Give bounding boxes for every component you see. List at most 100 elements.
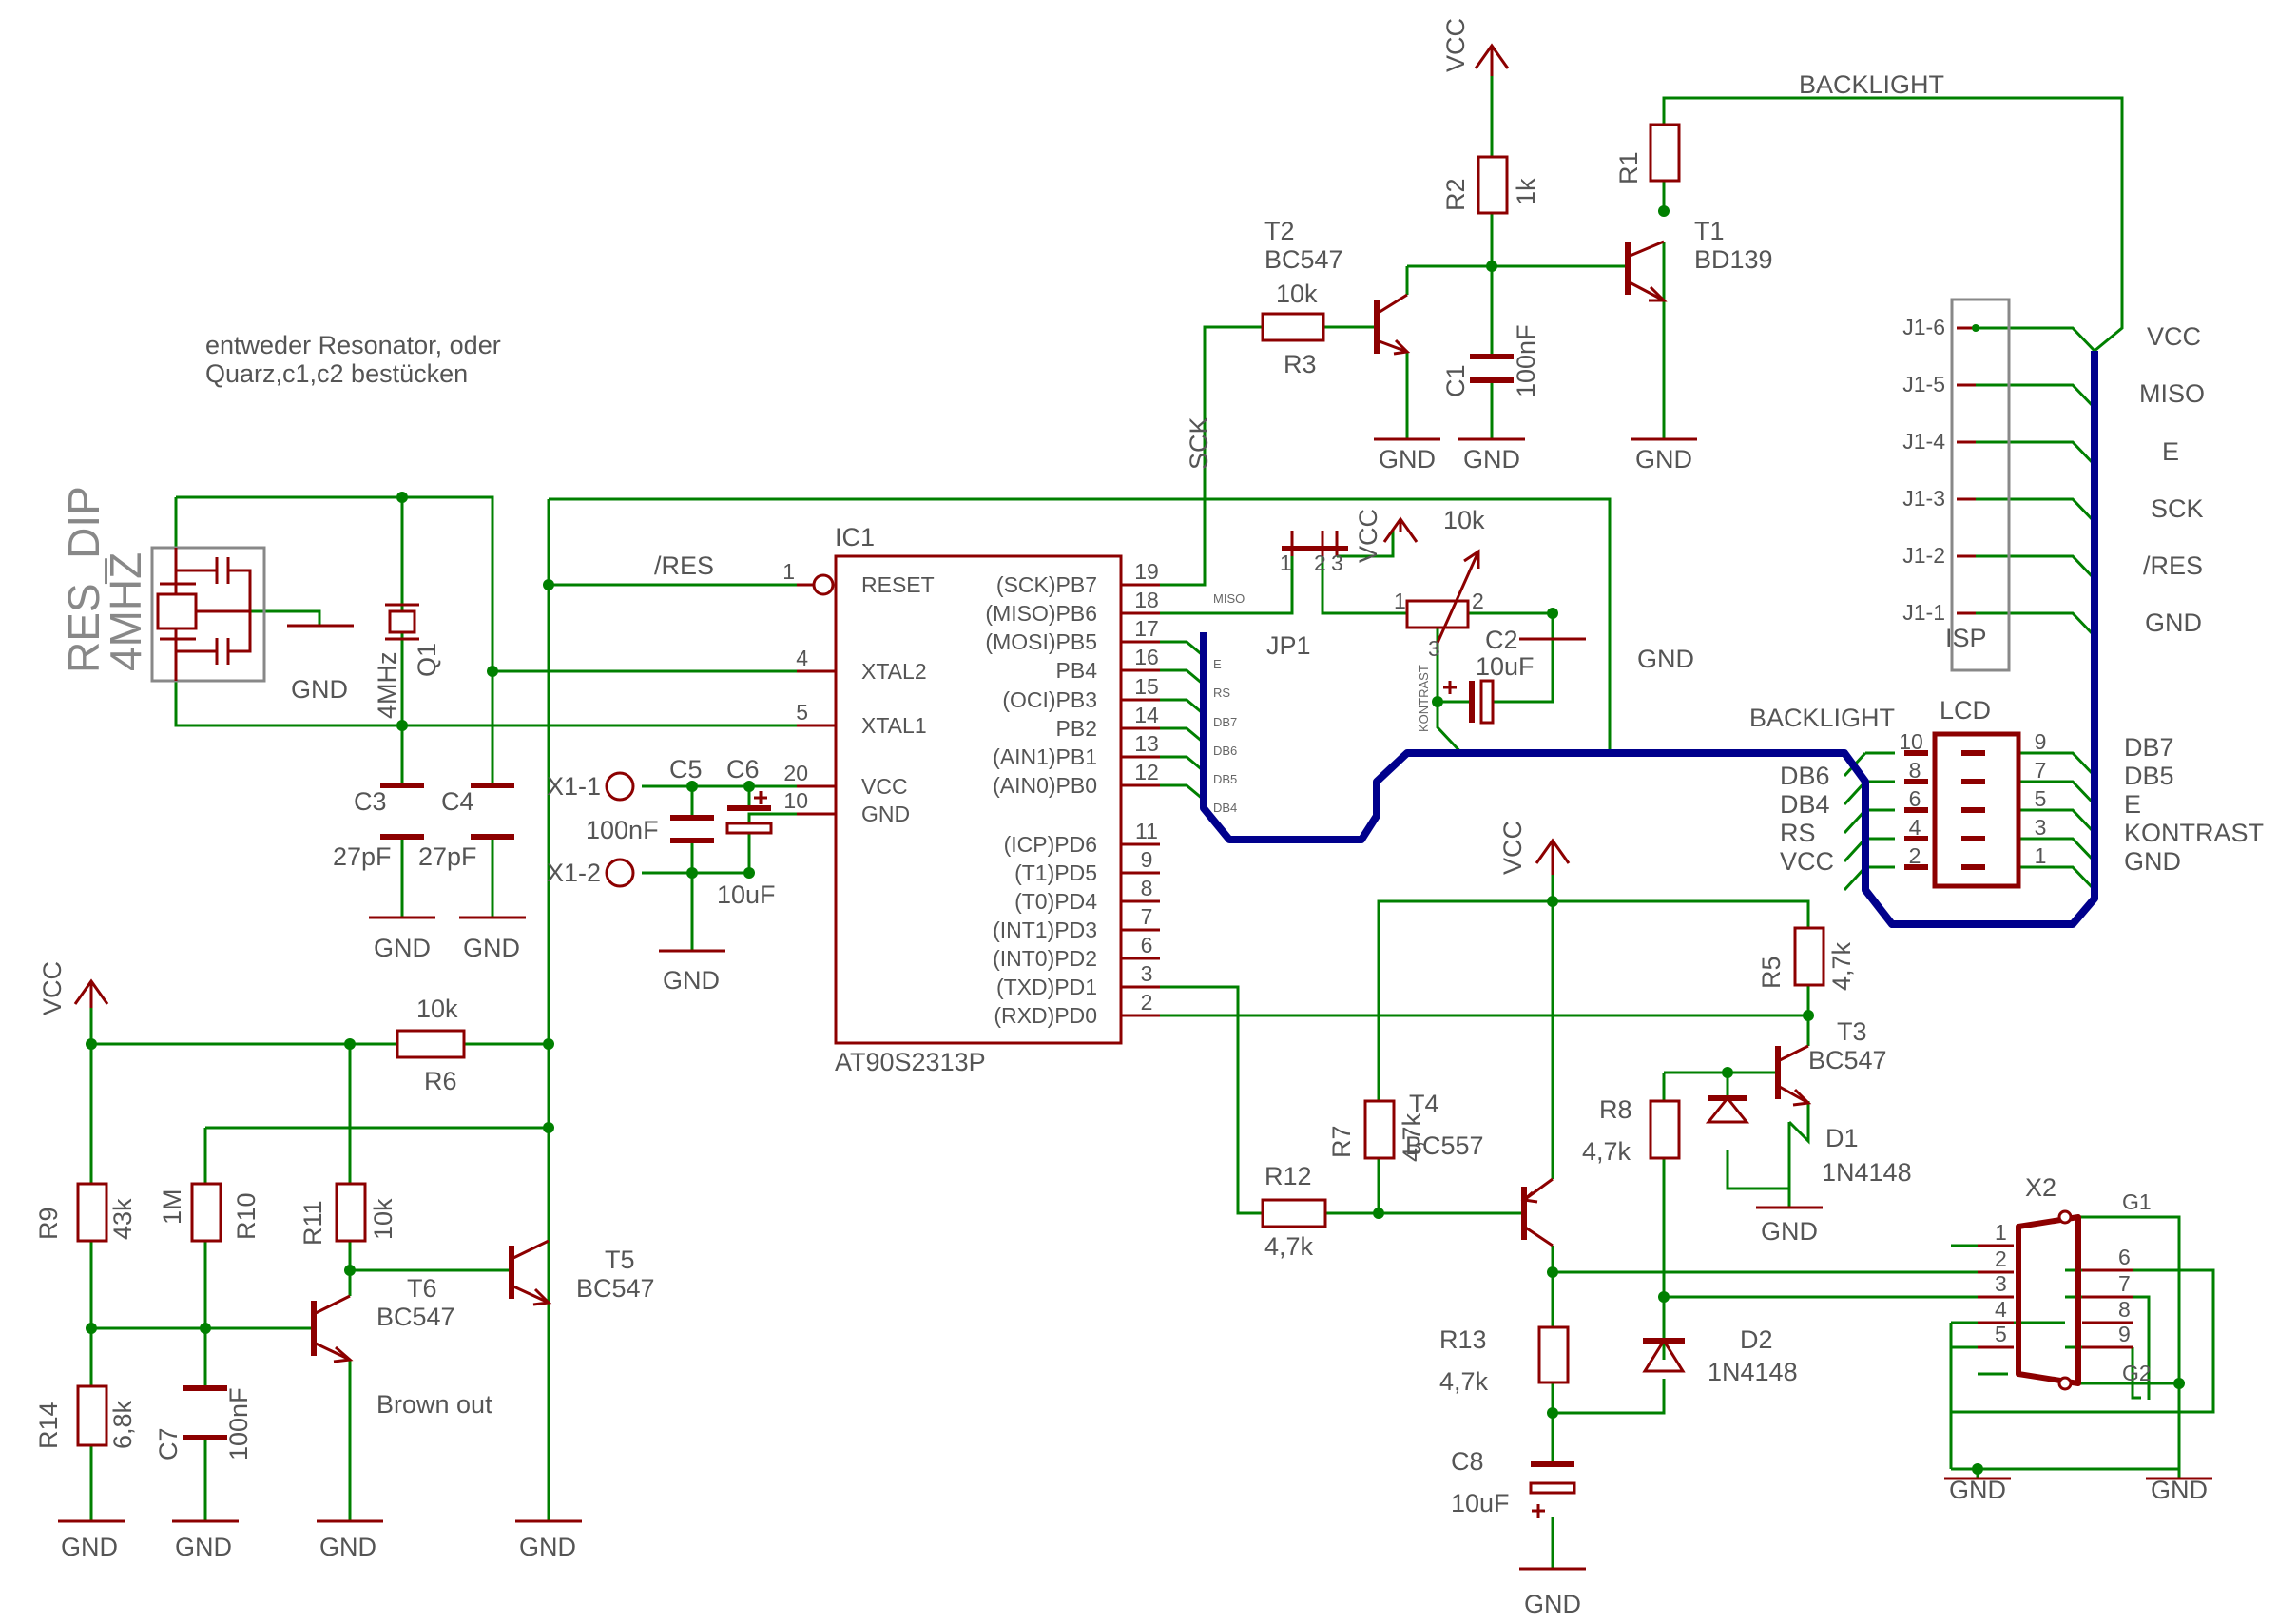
ic1-right-pin-num: 6 xyxy=(1141,933,1153,957)
ic1-left-pin-num: 20 xyxy=(783,761,808,785)
ic1-right-pin-label: (T1)PD5 xyxy=(1014,860,1097,885)
pot-pin: 3 xyxy=(1428,636,1440,661)
jp1-pin: 1 xyxy=(1280,551,1292,575)
x2-pin: 9 xyxy=(2118,1322,2131,1346)
lcd-signal: VCC xyxy=(1780,847,1834,876)
junctions xyxy=(86,205,2185,1475)
bus-tag: DB6 xyxy=(1213,744,1237,758)
isp-signal-labels: VCC MISO E SCK /RES GND xyxy=(2139,322,2205,637)
c4-value: 27pF xyxy=(418,842,477,871)
c3-plates xyxy=(380,783,424,840)
gnd-d1: GND xyxy=(1761,1217,1818,1246)
lcd-signal: RS xyxy=(1780,819,1816,847)
x2-pin: 2 xyxy=(1995,1247,2007,1271)
t5-transistor xyxy=(509,1239,552,1306)
bus-tag: DB4 xyxy=(1213,801,1237,815)
ic1-right-pin-num: 14 xyxy=(1134,703,1159,727)
ic1-right-pin-label: (AIN1)PB1 xyxy=(993,744,1097,769)
t2-name: T2 xyxy=(1264,217,1295,245)
isp-signal: SCK xyxy=(2151,494,2204,523)
r6-value: 10k xyxy=(416,995,458,1023)
brown-out-label: Brown out xyxy=(376,1390,492,1419)
d1-value: 1N4148 xyxy=(1822,1158,1912,1187)
gnd-t5: GND xyxy=(519,1533,576,1561)
ic1-left-pin-label: XTAL1 xyxy=(861,713,927,738)
lcd-signal-labels: BACKLIGHT DB6 DB4 RS VCC DB7 DB5 E KONTR… xyxy=(1749,704,2264,876)
r6-body xyxy=(396,1029,466,1059)
ic1-right-pin-label: (OCI)PB3 xyxy=(1002,687,1097,712)
isp-signal: E xyxy=(2162,437,2179,466)
isp-signal: /RES xyxy=(2143,551,2203,580)
r7-value: 4,7k xyxy=(1398,1112,1426,1162)
r11-body xyxy=(335,1182,367,1243)
vcc-symbols xyxy=(73,43,1571,1008)
gnd-t2: GND xyxy=(1379,445,1436,474)
ic1-left-pin-num: 10 xyxy=(783,788,808,813)
r7-body xyxy=(1363,1099,1396,1160)
d2-value: 1N4148 xyxy=(1708,1358,1798,1386)
r1-body xyxy=(1649,123,1681,183)
capacitors xyxy=(183,354,1576,1518)
bus-tag: RS xyxy=(1213,686,1230,700)
ic1-right-pin-label: PB4 xyxy=(1056,658,1098,683)
c7-value: 100nF xyxy=(224,1387,253,1460)
data-bus xyxy=(1200,351,2098,928)
isp-pin-labels: J1-6 J1-5 J1-4 J1-3 J1-2 J1-1 ISP xyxy=(1902,315,1986,652)
r8-name: R8 xyxy=(1599,1095,1632,1124)
t1-value: BD139 xyxy=(1694,245,1773,274)
t6-name: T6 xyxy=(407,1274,437,1303)
d1-name: D1 xyxy=(1825,1124,1859,1152)
gnd-r14: GND xyxy=(61,1533,118,1561)
net-backlight-top: BACKLIGHT xyxy=(1799,70,1944,99)
r3-body xyxy=(1261,312,1325,342)
gnd-c4: GND xyxy=(463,934,520,962)
lcd-signal: BACKLIGHT xyxy=(1749,704,1895,732)
ic1-right-pin-num: 19 xyxy=(1134,559,1159,584)
pot-pin: 1 xyxy=(1394,589,1406,613)
r9-name: R9 xyxy=(34,1207,63,1240)
pot-body xyxy=(1405,599,1470,629)
ic1-right-pin-num: 8 xyxy=(1141,876,1153,900)
lcd-signal: GND xyxy=(2124,847,2181,876)
lcd-pin-num: 8 xyxy=(1909,758,1921,783)
c5-plates xyxy=(670,815,714,843)
r9-value: 43k xyxy=(108,1198,137,1240)
r8-value: 4,7k xyxy=(1582,1137,1631,1166)
resistors xyxy=(76,123,1825,1447)
lcd-name: LCD xyxy=(1940,696,1991,725)
note-line-1: entweder Resonator, oder xyxy=(205,331,501,359)
jp1-jumper xyxy=(1282,531,1348,556)
isp-pin: J1-3 xyxy=(1902,486,1945,511)
c6-value: 10uF xyxy=(717,880,776,909)
ic1-left-pins: 1 RESET 4 XTAL2 5 XTAL1 20 VCC 10 GND xyxy=(782,559,934,826)
gnd-t1: GND xyxy=(1635,445,1692,474)
lcd-signal: DB4 xyxy=(1780,790,1830,819)
bus-tag: DB5 xyxy=(1213,772,1237,786)
c1-value: 100nF xyxy=(1512,324,1540,397)
isp-name: ISP xyxy=(1945,624,1987,652)
lcd-pin-num: 10 xyxy=(1899,729,1923,754)
c8-value: 10uF xyxy=(1451,1489,1510,1518)
d2-name: D2 xyxy=(1740,1325,1773,1354)
ic1-left-pin-label: RESET xyxy=(861,572,935,597)
lcd-pin-num: 2 xyxy=(1909,843,1921,868)
t1-name: T1 xyxy=(1694,217,1725,245)
net-sck: SCK xyxy=(1185,416,1213,470)
ic1-right-pin-num: 13 xyxy=(1134,731,1159,756)
lcd-pin-numbers: 10 8 6 4 2 9 7 5 3 1 xyxy=(1899,729,2046,868)
jp1-name: JP1 xyxy=(1266,631,1311,660)
ic1-left-pin-label: GND xyxy=(861,802,910,826)
x2-pin: 5 xyxy=(1995,1322,2007,1346)
x2-pin: 6 xyxy=(2118,1245,2131,1269)
lcd-pin-num: 5 xyxy=(2035,786,2047,811)
r12-value: 4,7k xyxy=(1264,1232,1314,1261)
t3-transistor xyxy=(1775,1044,1812,1107)
ic1-right-pin-label: (MOSI)PB5 xyxy=(985,629,1097,654)
lcd-pin-num: 6 xyxy=(1909,786,1921,811)
ic1-right-pin-label: PB2 xyxy=(1056,716,1097,741)
x2-db9-connector xyxy=(1978,1209,2133,1391)
ic1-right-pin-num: 17 xyxy=(1134,616,1159,641)
x2-name: X2 xyxy=(2025,1173,2056,1202)
isp-signal: GND xyxy=(2145,609,2202,637)
